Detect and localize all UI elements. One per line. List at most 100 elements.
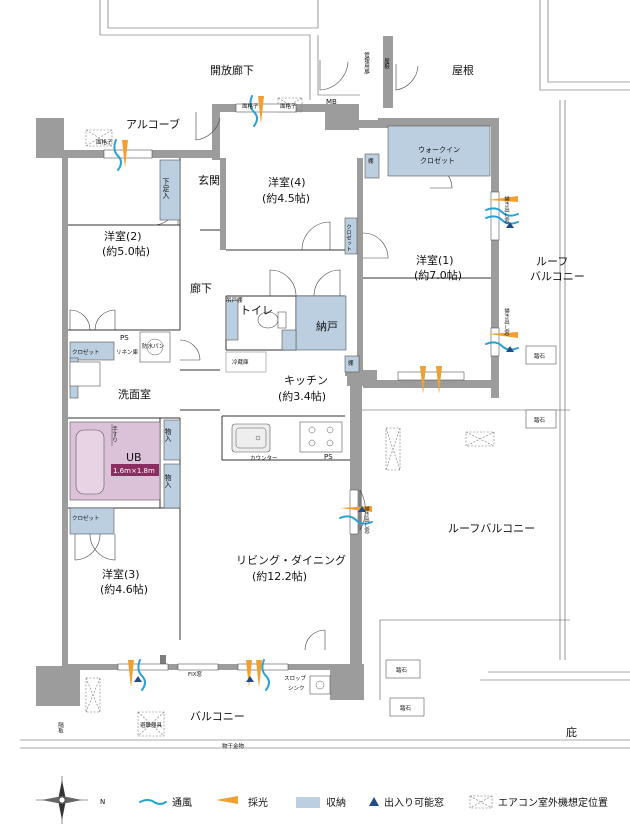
- western1-size: (約7.0帖): [414, 268, 462, 282]
- roof-balcony-main: ルーフバルコニー: [448, 522, 535, 535]
- ps-label: PS: [120, 334, 129, 342]
- sweep-window-label-1: 掃き出し窓: [503, 195, 510, 224]
- handrail-label: 手すり: [111, 425, 118, 443]
- walk-in-closet: [387, 125, 491, 177]
- roof-balcony-right-1: ルーフ: [536, 255, 568, 268]
- hallway-label: 廊下: [190, 281, 212, 295]
- ub-label: UB: [126, 451, 142, 464]
- toilet-label: トイレ: [240, 304, 273, 317]
- closet-label-room2: クロゼット: [72, 348, 100, 356]
- storage-in-2: [163, 463, 181, 509]
- living-name: リビング・ダイニング: [236, 553, 346, 567]
- balcony-label: バルコニー: [190, 710, 245, 723]
- closet-label-room3: クロゼット: [72, 514, 100, 522]
- walkin-label-1: ウォークイン: [418, 146, 460, 154]
- hanging-shelf-label: 吊戸棚: [226, 296, 243, 304]
- western1-name: 洋室(1): [416, 253, 454, 267]
- ac-unit-positions: [85, 97, 495, 737]
- unit-bath: [69, 421, 161, 501]
- shoe-box-label: 下足入: [162, 178, 170, 199]
- ventilation-markers: [113, 95, 519, 691]
- mb-label: MB: [326, 98, 337, 106]
- legend-ventilation: 通風: [172, 797, 192, 809]
- hanging-shelf: [225, 299, 239, 341]
- room-labels: 開放廊下 屋根 アルコーブ 玄関 下足入 洋室(4) (約4.5帖) 洋室(2)…: [100, 63, 585, 739]
- legend-ac-unit: エアコン室外機想定位置: [498, 796, 608, 809]
- western4-name: 洋室(4): [268, 175, 306, 189]
- meter-box-label: 管理用扉: [363, 51, 370, 76]
- roof-label: 屋根: [452, 63, 474, 77]
- paving-label-3: 踏石: [396, 666, 408, 674]
- shelf-label-2: 棚: [348, 359, 354, 367]
- kitchen-size: (約3.4帖): [278, 389, 326, 403]
- entrance-label: 玄関: [198, 173, 220, 187]
- western4-size: (約4.5帖): [262, 191, 310, 205]
- storage-in-label-1: 物入: [164, 427, 172, 442]
- shelf-upper: [364, 153, 380, 179]
- paving-label-2: 踏石: [534, 416, 546, 424]
- storage-in-label-2: 物入: [164, 473, 172, 488]
- closet-room4: [344, 217, 358, 255]
- storage-in-1: [163, 419, 181, 461]
- legend-ac-icon: [469, 795, 493, 809]
- open-corridor-label: 開放廊下: [210, 63, 254, 77]
- roof-balcony-right-2: バルコニー: [530, 270, 585, 283]
- walkin-label-2: クロゼット: [420, 156, 455, 165]
- ub-size-badge: [111, 464, 159, 476]
- washer-pan: [139, 331, 171, 363]
- compass: N: [36, 776, 105, 824]
- western2-name: 洋室(2): [104, 229, 142, 243]
- legend: 通風 採光 収納 出入り可能窓 エアコン室外機想定位置: [139, 795, 608, 809]
- legend-light-icon: [216, 796, 238, 804]
- ps2-label: PS: [324, 453, 333, 461]
- slop-sink-label-2: シンク: [288, 685, 305, 692]
- shelf-label: 棚: [368, 157, 374, 165]
- toilet-ps: [281, 329, 297, 351]
- counter-label: カウンター: [250, 454, 278, 462]
- closet-room2: [69, 341, 115, 361]
- legend-wind-icon: [139, 799, 167, 805]
- washroom-label: 洗面室: [118, 387, 151, 401]
- legend-storage: 収納: [326, 796, 346, 809]
- storeroom-fill: [295, 295, 347, 351]
- context-lines: [20, 0, 630, 749]
- wash-basin: [69, 361, 101, 387]
- drying-hardware-label: 物干金物: [222, 742, 245, 750]
- legend-daylight: 採光: [248, 796, 268, 809]
- lattice-label-2: 面格子: [242, 102, 259, 110]
- legend-access-window: 出入り可能窓: [384, 796, 444, 809]
- hatch-label: 避難器具: [140, 721, 163, 729]
- roof-access-label: 屋根: [383, 58, 390, 71]
- washer-pan-label: 防水パン: [142, 342, 165, 350]
- slop-sink-label-1: スロップ: [284, 675, 307, 682]
- western3-name: 洋室(3): [102, 567, 140, 581]
- alcove-label: アルコーブ: [126, 117, 180, 131]
- stove: [299, 421, 343, 453]
- fridge-label: 冷蔵庫: [232, 358, 249, 366]
- kitchen-sink: [231, 423, 271, 453]
- shelf-lower: [344, 355, 360, 373]
- paving-label-1: 踏石: [534, 352, 546, 360]
- garden-label: 庇: [566, 725, 577, 739]
- lattice-label-3: 面格子: [280, 102, 297, 110]
- legend-access-icon: [369, 797, 379, 806]
- storeroom-label: 納戸: [316, 320, 338, 333]
- closet-label-room4: クロゼット: [345, 224, 352, 252]
- fix-window-label: FIX窓: [188, 670, 203, 678]
- living-size: (約12.2帖): [252, 569, 307, 583]
- lattice-label-1: 面格子: [96, 138, 113, 146]
- compass-north-label: N: [100, 798, 105, 806]
- western3-size: (約4.6帖): [100, 582, 148, 596]
- paving-stones: [385, 345, 557, 717]
- access-window-markers: [134, 222, 514, 682]
- small-labels: MB PS PS クロゼット クロゼット クロゼット リネン庫 防水パン 冷蔵庫…: [57, 51, 546, 750]
- slop-sink: [309, 675, 331, 695]
- sweep-window-label-2: 掃き出し窓: [503, 307, 510, 336]
- shoe-storage: [159, 159, 181, 221]
- paving-label-4: 踏石: [400, 704, 412, 712]
- fixtures: [69, 311, 343, 695]
- legend-storage-icon: [296, 797, 320, 808]
- closet-room3: [69, 507, 115, 535]
- daylight-markers: [122, 96, 518, 688]
